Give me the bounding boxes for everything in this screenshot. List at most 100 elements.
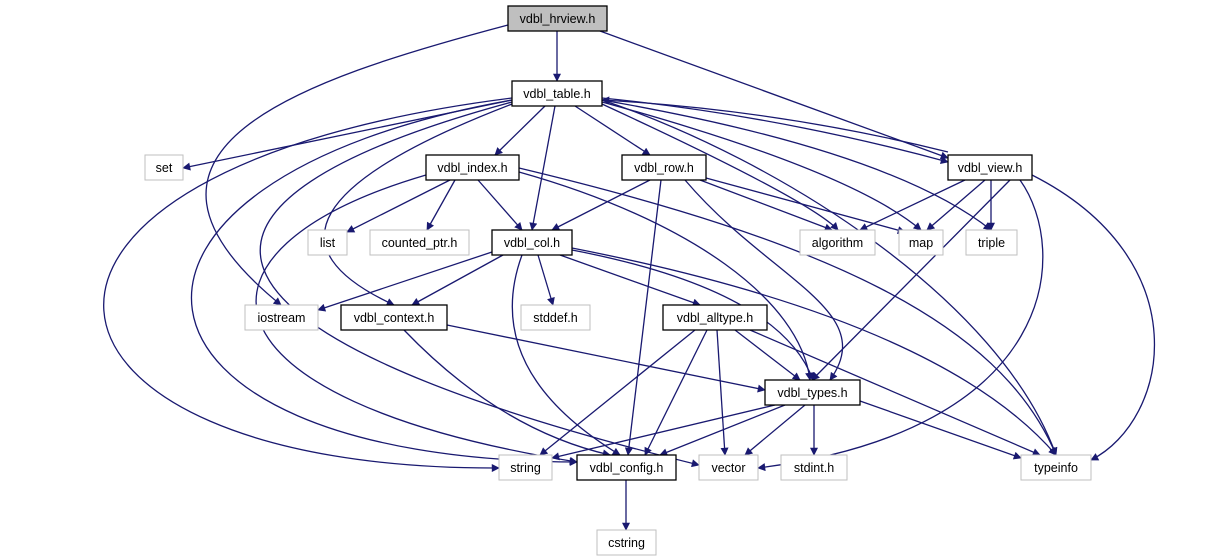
node-box-table xyxy=(511,80,603,107)
node-set: set xyxy=(144,154,184,181)
edge-alltype-to-string xyxy=(539,329,696,456)
node-box-types xyxy=(764,379,861,406)
edge-types-to-string xyxy=(551,404,776,461)
edge-row-to-config xyxy=(624,179,662,456)
edge-alltype-to-types xyxy=(734,329,801,381)
edge-view-to-table xyxy=(601,96,949,153)
edge-types-to-typeinfo xyxy=(859,400,1022,460)
node-label-types: vdbl_types.h xyxy=(777,386,847,400)
edges-layer xyxy=(103,24,1156,531)
node-box-iostream xyxy=(244,304,319,331)
node-label-map: map xyxy=(909,236,933,250)
edge-col-to-iostream xyxy=(317,251,493,312)
node-label-list: list xyxy=(320,236,336,250)
node-box-context xyxy=(340,304,448,331)
edge-table-to-row xyxy=(574,105,651,156)
node-box-stddef xyxy=(520,304,591,331)
node-label-row: vdbl_row.h xyxy=(634,161,694,175)
edge-index-to-col xyxy=(477,179,523,231)
edge-row-to-algorithm xyxy=(699,179,833,232)
edge-table-to-triple xyxy=(601,99,992,231)
node-label-algorithm: algorithm xyxy=(812,236,863,250)
node-context[interactable]: vdbl_context.h xyxy=(340,304,448,331)
node-box-vector xyxy=(698,454,759,481)
edge-table-to-map xyxy=(601,101,922,231)
node-box-list xyxy=(307,229,348,256)
edge-table-to-view xyxy=(601,97,949,164)
edge-view-to-typeinfo xyxy=(1031,174,1156,461)
node-box-string xyxy=(498,454,553,481)
edge-col-to-alltype xyxy=(559,254,701,307)
edge-row-to-col xyxy=(551,179,651,231)
edge-index-to-counted xyxy=(426,179,456,231)
node-list: list xyxy=(307,229,348,256)
node-label-hrview: vdbl_hrview.h xyxy=(520,12,596,26)
edge-view-to-vector xyxy=(757,179,1044,472)
node-label-context: vdbl_context.h xyxy=(354,311,435,325)
edge-hrview-to-iostream xyxy=(205,24,509,306)
edge-index-to-typeinfo xyxy=(518,167,1057,456)
edge-alltype-to-config xyxy=(644,329,708,456)
node-view[interactable]: vdbl_view.h xyxy=(947,154,1033,181)
node-box-map xyxy=(898,229,944,256)
edge-view-to-algorithm xyxy=(859,179,966,231)
node-cstring: cstring xyxy=(596,529,657,556)
node-index[interactable]: vdbl_index.h xyxy=(425,154,520,181)
node-box-triple xyxy=(965,229,1018,256)
edge-table-to-string xyxy=(103,97,513,473)
node-label-stdint: stdint.h xyxy=(794,461,834,475)
edge-table-to-index xyxy=(494,105,546,156)
edge-table-to-config xyxy=(190,99,578,466)
node-row[interactable]: vdbl_row.h xyxy=(621,154,707,181)
node-label-typeinfo: typeinfo xyxy=(1034,461,1078,475)
node-label-view: vdbl_view.h xyxy=(958,161,1023,175)
edge-col-to-context xyxy=(411,254,504,306)
node-stddef: stddef.h xyxy=(520,304,591,331)
edge-col-to-stddef xyxy=(537,254,555,306)
node-box-col xyxy=(491,229,573,256)
node-label-string: string xyxy=(510,461,541,475)
node-hrview[interactable]: vdbl_hrview.h xyxy=(507,5,608,32)
node-alltype[interactable]: vdbl_alltype.h xyxy=(662,304,768,331)
node-box-cstring xyxy=(596,529,657,556)
node-col[interactable]: vdbl_col.h xyxy=(491,229,573,256)
edge-context-to-config xyxy=(403,329,611,458)
edge-index-to-types xyxy=(518,171,814,381)
edge-table-to-context xyxy=(323,103,513,306)
edge-types-to-config xyxy=(659,404,786,457)
node-label-set: set xyxy=(156,161,173,175)
node-label-triple: triple xyxy=(978,236,1005,250)
edge-view-to-types xyxy=(811,179,1011,381)
node-label-stddef: stddef.h xyxy=(533,311,578,325)
node-box-stdint xyxy=(780,454,848,481)
node-box-algorithm xyxy=(799,229,876,256)
node-counted: counted_ptr.h xyxy=(369,229,470,256)
node-config[interactable]: vdbl_config.h xyxy=(576,454,677,481)
node-string: string xyxy=(498,454,553,481)
node-box-index xyxy=(425,154,520,181)
node-label-counted: counted_ptr.h xyxy=(382,236,458,250)
node-table[interactable]: vdbl_table.h xyxy=(511,80,603,107)
edge-col-to-typeinfo xyxy=(571,247,1057,456)
node-types[interactable]: vdbl_types.h xyxy=(764,379,861,406)
edge-context-to-types xyxy=(446,324,766,393)
edge-types-to-vector xyxy=(744,404,806,456)
node-label-alltype: vdbl_alltype.h xyxy=(677,311,753,325)
node-vector: vector xyxy=(698,454,759,481)
edge-alltype-to-typeinfo xyxy=(749,329,1041,456)
node-label-iostream: iostream xyxy=(258,311,306,325)
edge-row-to-types xyxy=(684,179,844,381)
edge-table-to-algorithm xyxy=(601,103,839,231)
node-label-index: vdbl_index.h xyxy=(437,161,507,175)
edge-row-to-map xyxy=(705,177,906,234)
node-box-row xyxy=(621,154,707,181)
node-box-typeinfo xyxy=(1020,454,1092,481)
edge-index-to-list xyxy=(346,179,451,233)
node-map: map xyxy=(898,229,944,256)
node-label-col: vdbl_col.h xyxy=(504,236,560,250)
node-triple: triple xyxy=(965,229,1018,256)
node-iostream: iostream xyxy=(244,304,319,331)
edge-table-to-col xyxy=(529,105,556,231)
